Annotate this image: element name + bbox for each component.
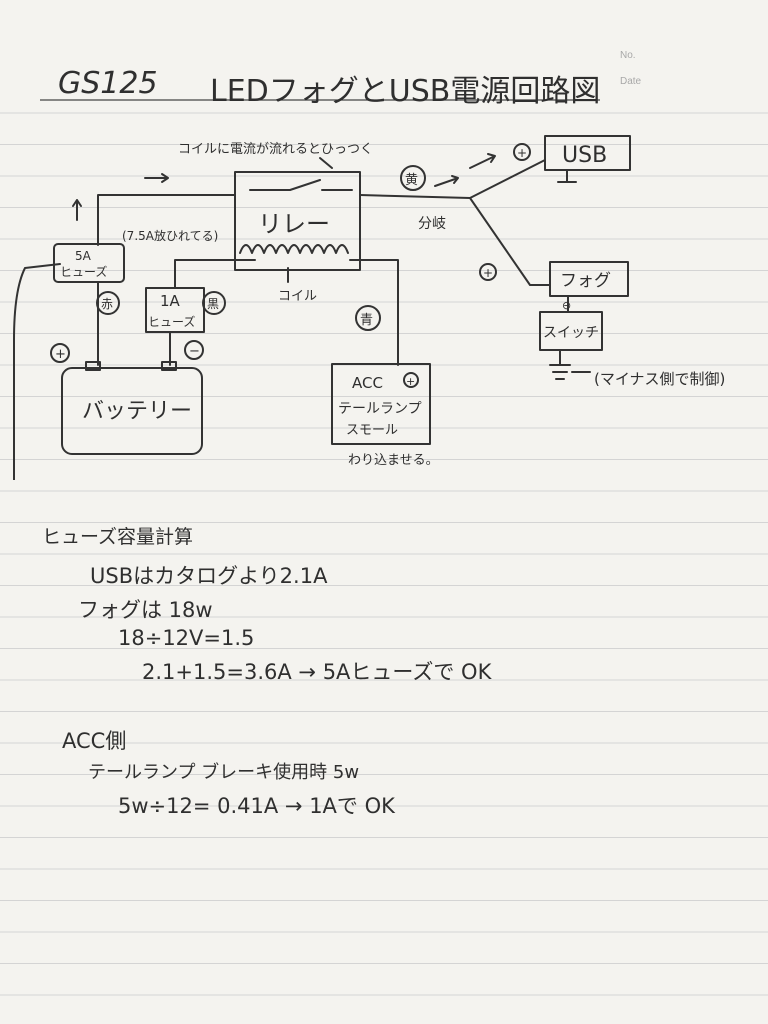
fuse-1a-line2: ヒューズ (148, 314, 195, 329)
fog-minus-sign: ⊖ (562, 299, 571, 312)
wire-coil-to-1a-fuse (174, 259, 256, 289)
plus-circle-usb (513, 143, 531, 161)
plus-circle-acc (403, 372, 419, 388)
usb-ground (557, 169, 577, 183)
plus-circle-fog (479, 263, 497, 281)
fog-label: フォグ (560, 271, 611, 291)
relay-contact (249, 179, 353, 191)
current-arrow-icon (144, 173, 169, 183)
switch-box (539, 311, 603, 351)
usb-box (544, 135, 631, 171)
circuit-diagram: コイルに電流が流れるとひっつく リレー コイル 分岐 USB フォグ ⊖ スイッ… (13, 135, 725, 480)
relay-box (234, 171, 361, 271)
plus-circle-battery (50, 343, 70, 363)
calc-heading: ヒューズ容量計算 (42, 526, 194, 548)
battery-label: バッテリー (82, 399, 192, 424)
acc-heading: ACC側 (62, 729, 127, 753)
wire-fuse-to-relay (97, 194, 236, 246)
title-model: GS125 (58, 66, 158, 101)
wire-black-circle (202, 291, 226, 315)
fuse-5a-note: (7.5A放ひれてる) (122, 228, 218, 243)
usb-label: USB (562, 143, 607, 168)
title-text: LEDフォグとUSB電源回路図 (210, 74, 601, 109)
battery-plus-sign: + (55, 347, 66, 362)
relay-label: リレー (258, 210, 330, 238)
battery-box (61, 367, 203, 455)
switch-label: スイッチ (543, 325, 599, 341)
calc-line4: 2.1+1.5=3.6A → 5Aヒューズで OK (142, 660, 492, 684)
acc-line2: テールランプ (338, 401, 422, 417)
wire-blue-circle (355, 305, 381, 331)
acc-plus-sign: + (406, 375, 415, 388)
wire-coil-to-acc (349, 259, 399, 366)
coil-label: コイル (278, 289, 317, 304)
up-arrow-icon (72, 199, 82, 221)
minus-note: (マイナス側で制御) (594, 370, 725, 388)
wire-yellow-circle (400, 165, 426, 191)
acc-note: わり込ませる。 (348, 453, 439, 468)
relay-coil (239, 244, 349, 254)
acc-section-line2: 5w÷12= 0.41A → 1Aで OK (118, 794, 395, 818)
fog-box (549, 261, 629, 297)
acc-line1: ACC (352, 374, 383, 392)
battery-terminal-minus (161, 361, 177, 371)
wire-blue-label: 青 (360, 313, 373, 328)
wire-red-label: 赤 (101, 297, 113, 311)
usb-arrow-icon (434, 175, 459, 187)
minus-circle-battery (184, 340, 204, 360)
branch-label: 分岐 (418, 216, 446, 232)
fuse-5a-line1: 5A (75, 249, 92, 263)
calc-line2: フォグは 18w (78, 598, 213, 622)
wire-relay-output (359, 194, 471, 199)
acc-line3: スモール (346, 423, 398, 438)
usb-plus-sign: + (517, 146, 527, 160)
wire-red-circle (96, 291, 120, 315)
coil-note-pointer (319, 157, 333, 169)
battery-minus-sign: − (189, 344, 200, 359)
fog-plus-sign: + (483, 266, 493, 280)
wire-yellow-label: 黄 (405, 173, 418, 188)
header-no-label: No. (620, 50, 636, 61)
fuse-1a-line1: 1A (160, 292, 181, 310)
switch-ground (549, 349, 571, 380)
acc-box (331, 363, 431, 445)
acc-section-line1: テールランプ ブレーキ使用時 5w (88, 762, 360, 783)
battery-terminal-plus (85, 361, 101, 371)
wire-to-usb (469, 159, 546, 199)
header-date-label: Date (620, 76, 642, 87)
feedback-line (13, 263, 61, 480)
calc-line3: 18÷12V=1.5 (118, 626, 255, 650)
fuse-5a-line2: ヒューズ (60, 264, 107, 279)
coil-note: コイルに電流が流れるとひっつく (178, 142, 373, 157)
calc-line1: USBはカタログより2.1A (90, 564, 328, 588)
usb-arrow-icon-2 (469, 153, 496, 169)
wire-to-fog (469, 197, 551, 286)
fuse-1a-box (145, 287, 205, 333)
fuse-5a-box (53, 243, 125, 283)
wire-black-label: 黒 (207, 297, 219, 311)
